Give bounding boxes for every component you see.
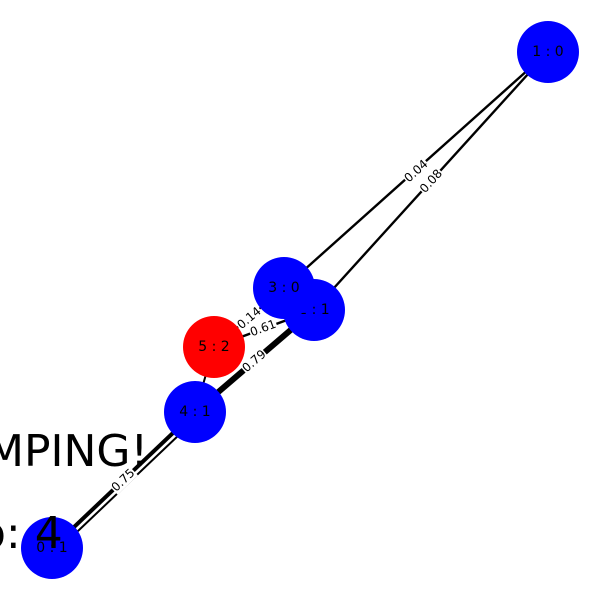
node-1-circle xyxy=(517,21,579,83)
step-overlay-text: p: 4 xyxy=(0,508,63,559)
node-4-label: 4 : 1 xyxy=(179,404,210,420)
nodes: 1 : 0 2 : 1 3 : 0 5 : 2 4 : 1 0 : 1 xyxy=(21,21,579,579)
node-0-circle xyxy=(21,517,83,579)
node-3-label: 3 : 0 xyxy=(268,280,299,296)
node-4[interactable]: 4 : 1 xyxy=(164,381,226,443)
node-4-circle xyxy=(164,381,226,443)
node-3-circle xyxy=(253,257,315,319)
node-1-label: 1 : 0 xyxy=(532,44,563,60)
node-5[interactable]: 5 : 2 xyxy=(183,316,245,378)
node-5-circle xyxy=(183,316,245,378)
node-0-label: 0 : 1 xyxy=(36,540,67,556)
edge-labels: 0.04 0.08 0.14 0.61 0.79 0.75 xyxy=(107,155,446,495)
node-1[interactable]: 1 : 0 xyxy=(517,21,579,83)
status-overlay-text: MPING! xyxy=(0,426,148,477)
node-3[interactable]: 3 : 0 xyxy=(253,257,315,319)
node-0[interactable]: 0 : 1 xyxy=(21,517,83,579)
node-5-label: 5 : 2 xyxy=(198,339,229,355)
